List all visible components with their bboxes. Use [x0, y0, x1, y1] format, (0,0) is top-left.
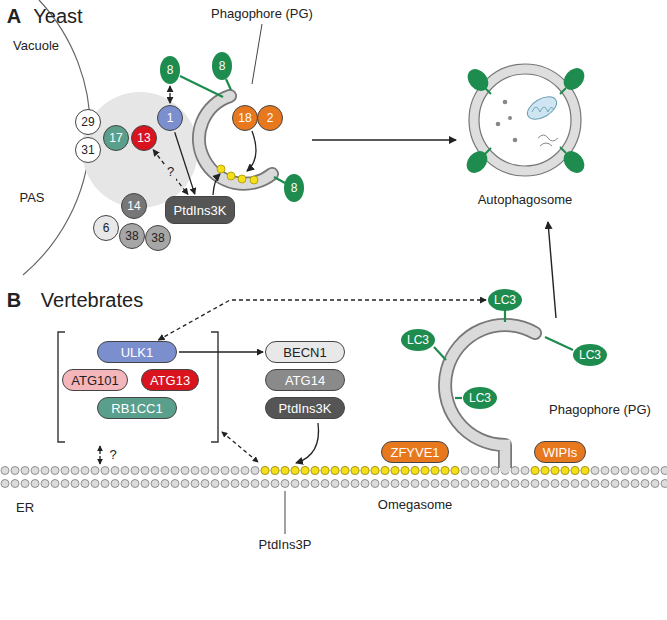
ptdins3p-dot: [217, 165, 258, 184]
node-text: 6: [103, 221, 110, 235]
annotation-label: Omegasome: [378, 498, 452, 513]
protein-circle: 29: [75, 109, 101, 135]
annotation-label: Phagophore (PG): [211, 7, 313, 22]
atg8-protein: 8: [284, 174, 304, 202]
dashed-arrow: [222, 432, 258, 462]
annotation-label: Phagophore (PG): [549, 403, 651, 418]
node-text: WIPIs: [543, 445, 578, 460]
leader-line: [252, 24, 262, 84]
node-text: 38: [125, 229, 138, 243]
arrow-connector: [175, 132, 195, 194]
protein-pill: PtdIns3K: [265, 397, 345, 419]
panel-title: Vertebrates: [41, 289, 143, 312]
protein-circle: 38: [145, 225, 171, 251]
protein-circle: 18: [232, 105, 258, 131]
annotation-label: ER: [16, 501, 34, 516]
protein-pill: BECN1: [265, 341, 345, 363]
node-text: ATG13: [150, 373, 190, 388]
panel-title: Yeast: [33, 5, 82, 28]
node-text: 14: [127, 199, 140, 213]
node-text: 17: [109, 131, 122, 145]
protein-circle: 38: [119, 223, 145, 249]
annotation-label: Vacuole: [13, 39, 59, 54]
protein-circle: 1: [157, 105, 183, 131]
node-text: 8: [219, 59, 226, 73]
node-text: LC3: [579, 348, 601, 362]
protein-circle: 6: [93, 215, 119, 241]
arrow-connector: [179, 351, 263, 352]
phagophore-lumen: [445, 325, 535, 468]
node-text: LC3: [469, 391, 491, 405]
lc3-protein: LC3: [401, 329, 435, 351]
node-text: BECN1: [283, 345, 326, 360]
dashed-connector: [153, 150, 188, 195]
annotation-label: PAS: [19, 191, 44, 206]
arrow: [312, 139, 456, 140]
arrow: [247, 131, 256, 171]
protein-pill: ATG101: [62, 369, 127, 391]
atg8-anchor: [180, 76, 285, 183]
atg8-protein: 8: [212, 52, 232, 80]
dashed-connector: [158, 300, 486, 340]
atg8-protein: 8: [160, 56, 180, 84]
arrow: [548, 222, 556, 318]
node-text: 18: [238, 111, 251, 125]
lc3-anchor: [434, 310, 573, 398]
protein-circle: 17: [103, 125, 129, 151]
protein-circle: 31: [75, 137, 101, 163]
er-membrane: [0, 466, 667, 488]
leader-line: [285, 491, 286, 534]
panel-title: B: [7, 289, 21, 312]
protein-pill: RB1CC1: [97, 397, 177, 419]
ptdins3p-dot: [261, 467, 589, 475]
node-text: ATG101: [71, 373, 118, 388]
arrow: [296, 423, 319, 463]
lc3-protein: LC3: [488, 289, 522, 311]
lc3-protein: LC3: [573, 344, 607, 366]
node-text: ULK1: [121, 345, 154, 360]
protein-pill: ATG13: [141, 369, 199, 391]
protein-pill: ATG14: [265, 369, 345, 391]
edge-label: ?: [165, 165, 176, 180]
node-text: ATG14: [285, 373, 325, 388]
annotation-label: PtdIns3P: [259, 538, 312, 553]
annotation-label: Autophagosome: [478, 193, 573, 208]
node-text: LC3: [494, 293, 516, 307]
lc3-protein: LC3: [463, 387, 497, 409]
node-text: 8: [167, 63, 174, 77]
node-text: PtdIns3K: [174, 203, 227, 218]
node-text: 1: [167, 111, 174, 125]
panel-title: A: [7, 5, 21, 28]
node-text: 13: [137, 131, 150, 145]
autophagosome-figure: [464, 64, 587, 176]
protein-pill: ULK1: [97, 341, 177, 363]
protein-pill: ZFYVE1: [381, 441, 448, 463]
arrow: [213, 174, 220, 195]
dashed-connector: [169, 86, 170, 103]
protein-circle: 14: [121, 193, 147, 219]
node-text: 31: [81, 143, 94, 157]
complex-bracket: [58, 332, 218, 442]
protein-pill: WIPIs: [534, 441, 587, 463]
protein-circle: 2: [257, 105, 283, 131]
node-text: RB1CC1: [111, 401, 162, 416]
dashed-arrow: [99, 446, 100, 464]
annotation-label: ?: [109, 448, 116, 463]
node-text: 38: [151, 231, 164, 245]
node-text: LC3: [407, 333, 429, 347]
node-text: ZFYVE1: [390, 445, 439, 460]
node-text: 8: [291, 181, 298, 195]
node-text: 2: [267, 111, 274, 125]
node-text: PtdIns3K: [279, 401, 332, 416]
protein-circle: 13: [131, 125, 157, 151]
node-text: 29: [81, 115, 94, 129]
kinase-box: PtdIns3K: [165, 196, 235, 224]
